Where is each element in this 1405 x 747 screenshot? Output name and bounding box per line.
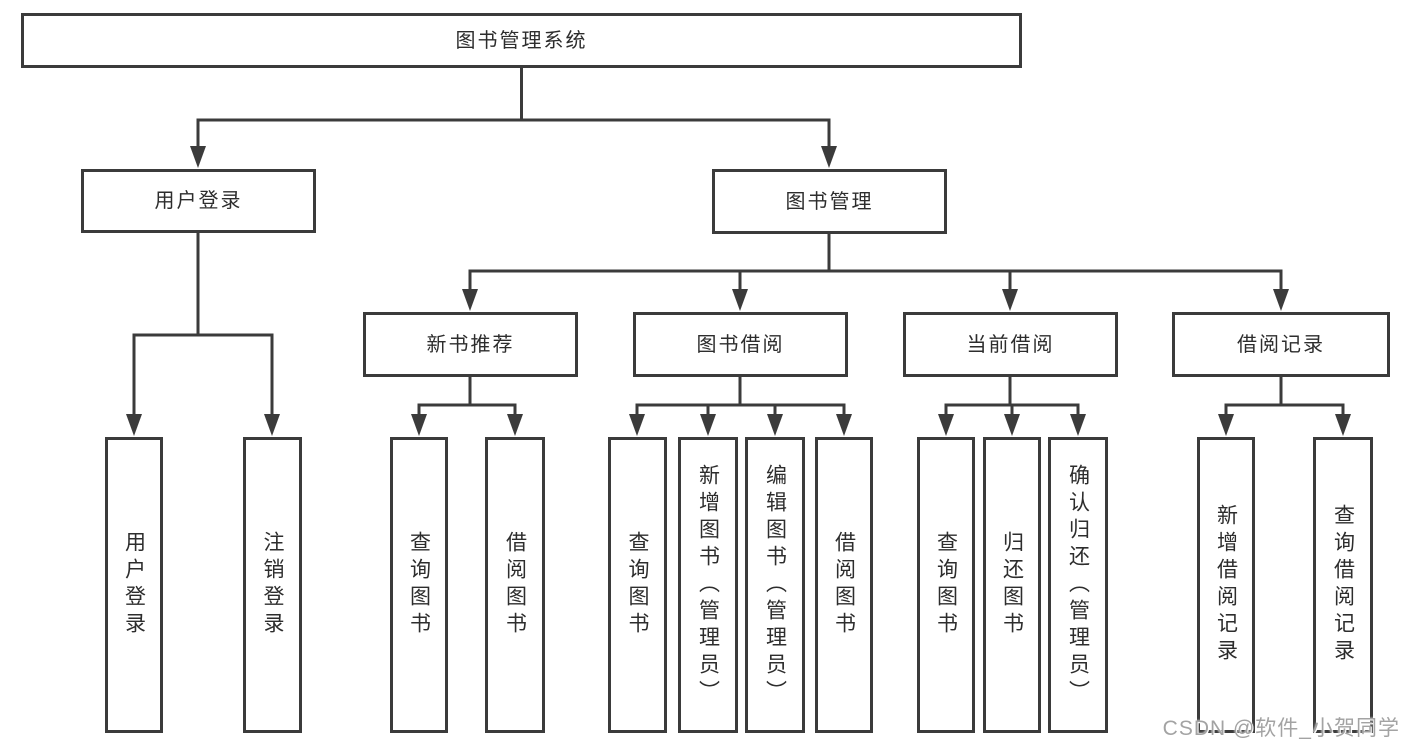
leaf-borrow-book-recommend-label: 借阅图书 — [503, 531, 527, 639]
leaf-query-borrow-record: 查询借阅记录 — [1313, 437, 1373, 733]
arrow-down-icon — [1004, 414, 1020, 436]
arrow-down-icon — [264, 414, 280, 436]
leaf-query-book-current-label: 查询图书 — [934, 531, 958, 639]
arrow-down-icon — [1070, 414, 1086, 436]
arrow-down-icon — [700, 414, 716, 436]
leaf-query-book-recommend: 查询图书 — [390, 437, 448, 733]
arrow-down-icon — [190, 146, 206, 168]
leaf-query-borrow-record-label: 查询借阅记录 — [1331, 504, 1355, 666]
arrow-down-icon — [938, 414, 954, 436]
leaf-add-borrow-record-label: 新增借阅记录 — [1214, 504, 1238, 666]
arrow-down-icon — [629, 414, 645, 436]
leaf-borrow-book-borrow-label: 借阅图书 — [832, 531, 856, 639]
arrow-down-icon — [462, 289, 478, 311]
node-book-borrow-label: 图书借阅 — [696, 333, 785, 356]
leaf-query-book-recommend-label: 查询图书 — [407, 531, 431, 639]
node-root: 图书管理系统 — [21, 13, 1022, 68]
leaf-logout: 注销登录 — [243, 437, 302, 733]
node-current-borrow: 当前借阅 — [903, 312, 1118, 377]
node-borrow-records: 借阅记录 — [1172, 312, 1390, 377]
arrow-down-icon — [507, 414, 523, 436]
leaf-borrow-book-recommend: 借阅图书 — [485, 437, 545, 733]
leaf-query-book-borrow-label: 查询图书 — [626, 531, 649, 639]
leaf-query-book-current: 查询图书 — [917, 437, 975, 733]
leaf-return-book: 归还图书 — [983, 437, 1041, 733]
leaf-borrow-book-borrow: 借阅图书 — [815, 437, 873, 733]
leaf-user-login: 用户登录 — [105, 437, 163, 733]
node-current-borrow-label: 当前借阅 — [966, 333, 1055, 356]
csdn-watermark: CSDN @软件_小贺同学 — [1162, 717, 1400, 740]
node-root-label: 图书管理系统 — [455, 29, 588, 52]
leaf-add-book-admin: 新增图书（管理员） — [678, 437, 738, 733]
node-borrow-records-label: 借阅记录 — [1237, 333, 1325, 356]
node-book-management-label: 图书管理 — [785, 190, 874, 213]
node-user-login-label: 用户登录 — [154, 190, 243, 212]
leaf-edit-book-admin: 编辑图书（管理员） — [745, 437, 805, 733]
node-user-login: 用户登录 — [81, 169, 316, 233]
arrow-down-icon — [126, 414, 142, 436]
node-new-book-recommend-label: 新书推荐 — [426, 333, 515, 356]
node-book-management: 图书管理 — [712, 169, 947, 234]
arrow-down-icon — [767, 414, 783, 436]
arrow-down-icon — [1218, 414, 1234, 436]
arrow-down-icon — [1002, 289, 1018, 311]
leaf-query-book-borrow: 查询图书 — [608, 437, 667, 733]
node-book-borrow: 图书借阅 — [633, 312, 848, 377]
arrow-down-icon — [732, 289, 748, 311]
arrow-down-icon — [1273, 289, 1289, 311]
node-new-book-recommend: 新书推荐 — [363, 312, 578, 377]
leaf-confirm-return-admin-label: 确认归还（管理员） — [1066, 463, 1090, 707]
arrow-down-icon — [821, 146, 837, 168]
leaf-add-borrow-record: 新增借阅记录 — [1197, 437, 1255, 733]
leaf-user-login-label: 用户登录 — [122, 531, 146, 639]
arrow-down-icon — [836, 414, 852, 436]
leaf-edit-book-admin-label: 编辑图书（管理员） — [763, 463, 787, 707]
arrow-down-icon — [411, 414, 427, 436]
leaf-confirm-return-admin: 确认归还（管理员） — [1048, 437, 1108, 733]
leaf-add-book-admin-label: 新增图书（管理员） — [696, 463, 720, 707]
leaf-return-book-label: 归还图书 — [1000, 531, 1024, 639]
leaf-logout-label: 注销登录 — [261, 531, 284, 639]
arrow-down-icon — [1335, 414, 1351, 436]
